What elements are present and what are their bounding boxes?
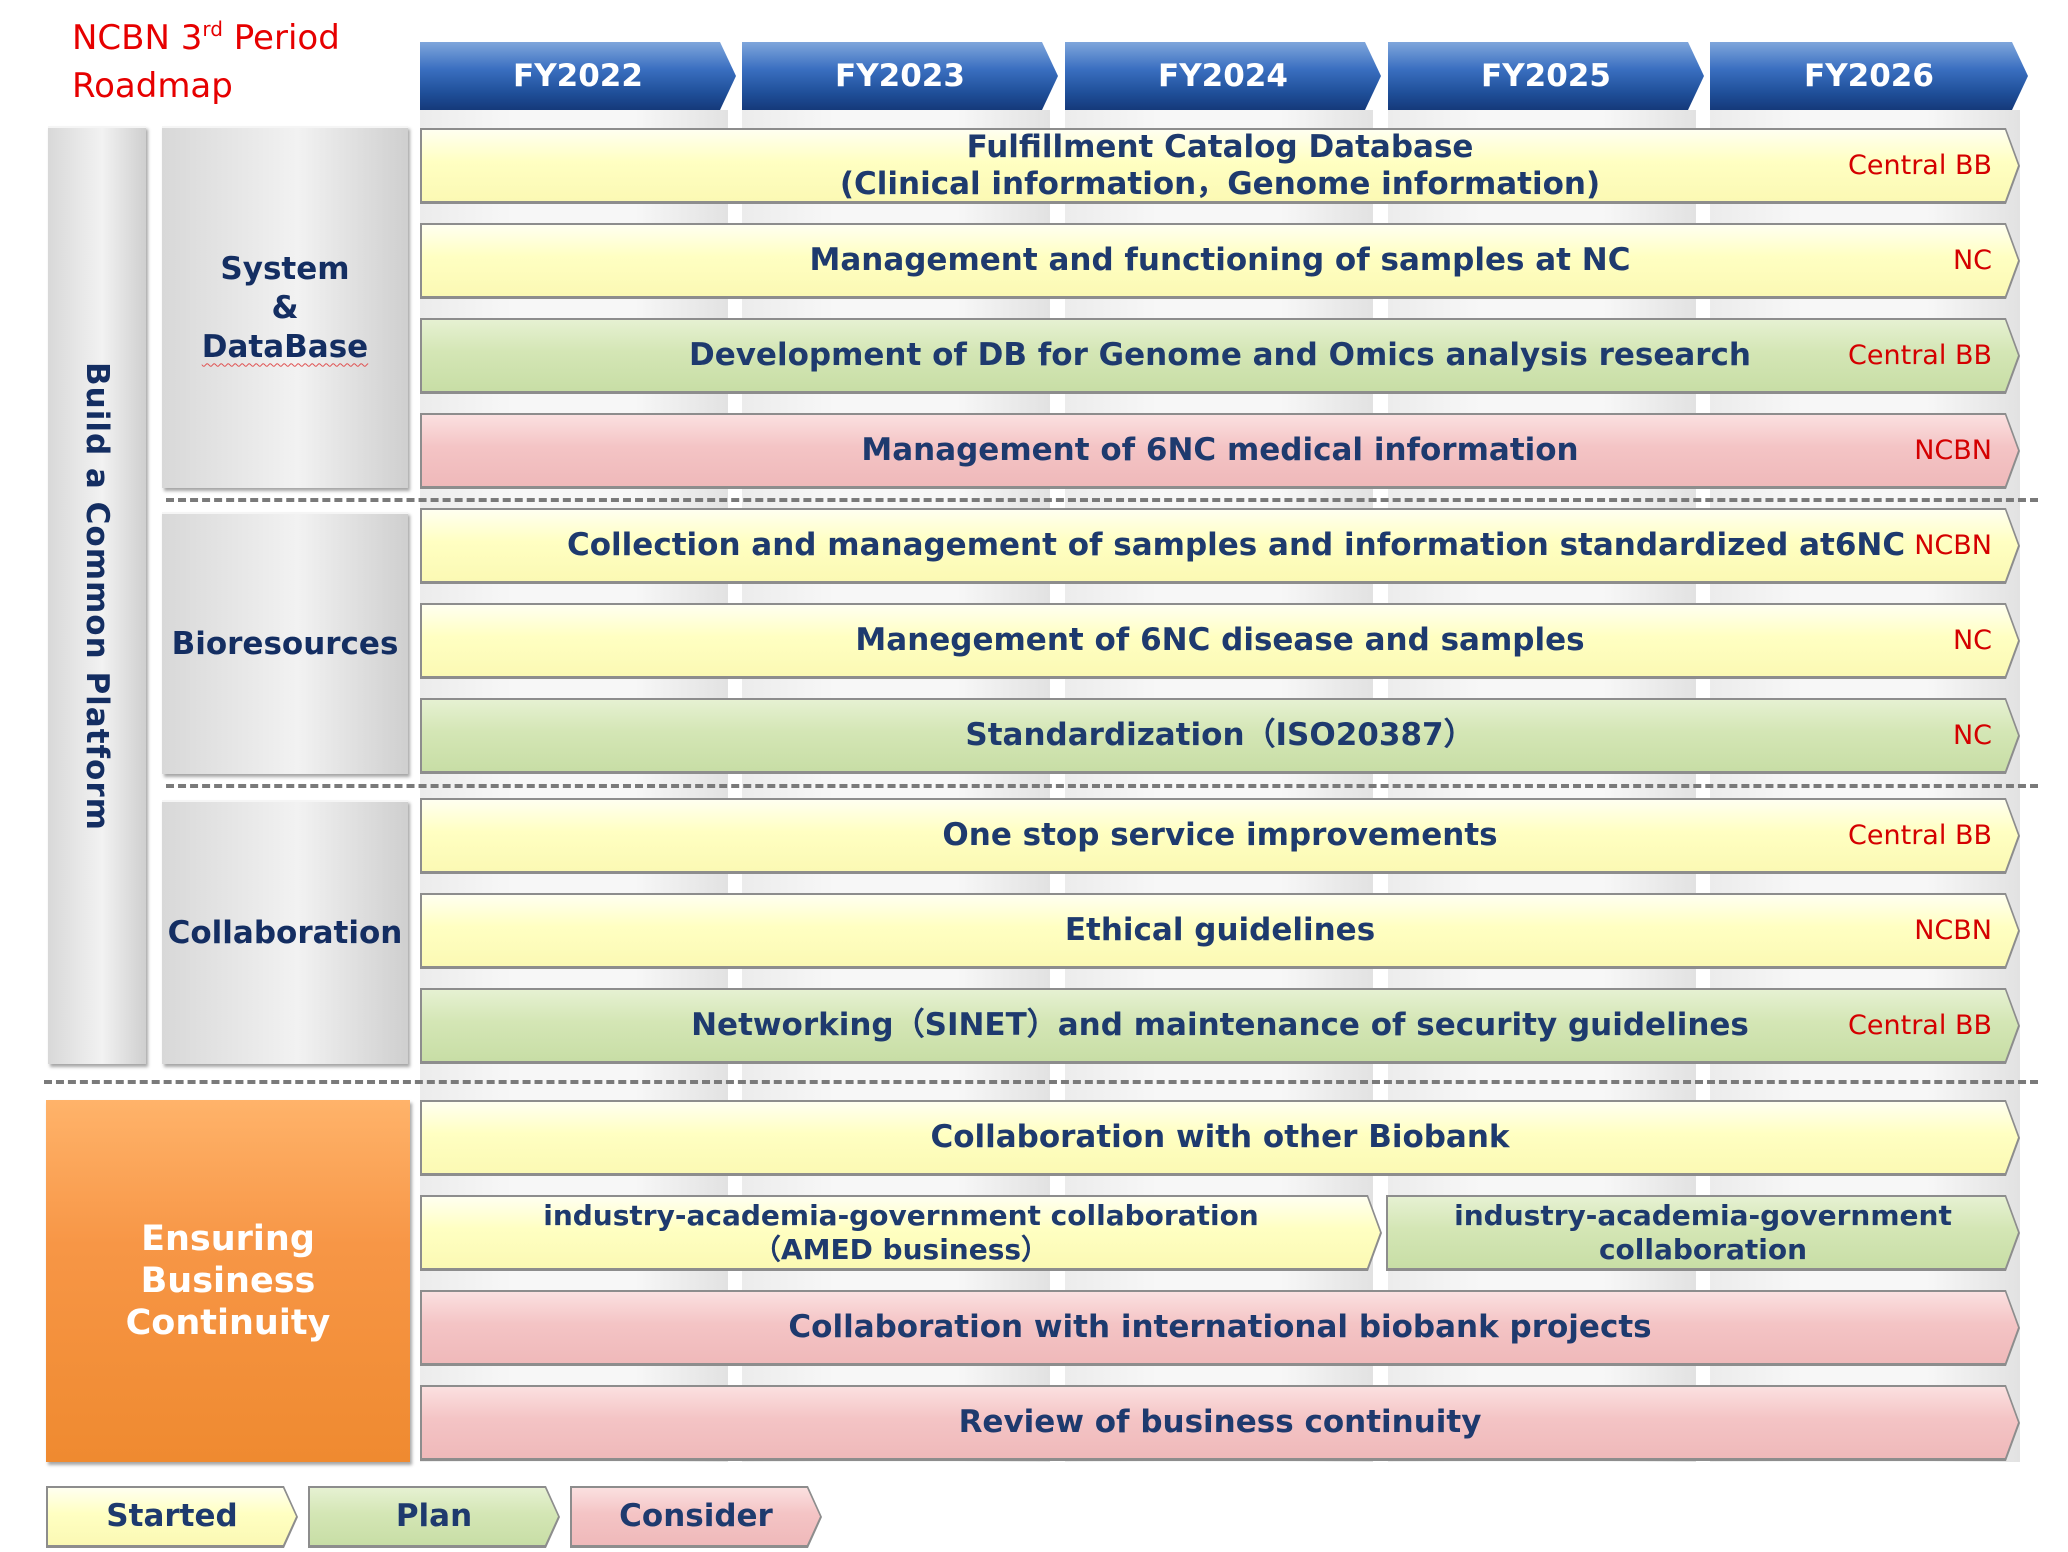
owner-label: Central BB [1848,340,1992,371]
year-header-fy2026: FY2026 [1710,42,2028,110]
category-system-database: System & DataBase [162,126,408,488]
roadmap-item-standardized-collection: Collection and management of samples and… [420,508,2020,584]
roadmap-item-networking-security: Networking（SINET）and maintenance of secu… [420,988,2020,1064]
section-divider [166,784,2038,788]
legend-plan: Plan [308,1486,560,1548]
owner-label: NC [1952,720,1992,751]
category-business-continuity: Ensuring Business Continuity [46,1100,410,1462]
year-header-fy2022: FY2022 [420,42,736,110]
owner-label: NCBN [1914,435,1992,466]
legend-consider: Consider [570,1486,822,1548]
owner-label: NCBN [1914,530,1992,561]
roadmap-item-fulfillment-catalog: Fulfillment Catalog Database(Clinical in… [420,128,2020,204]
roadmap-item-sample-management-nc: Management and functioning of samples at… [420,223,2020,299]
roadmap-item-genome-omics-db: Development of DB for Genome and Omics a… [420,318,2020,394]
owner-label: NC [1952,245,1992,276]
legend-started: Started [46,1486,298,1548]
owner-label: NC [1952,625,1992,656]
platform-label-box: Build a Common Platform [48,126,146,1064]
section-divider [44,1080,2038,1084]
category-collaboration: Collaboration [162,800,408,1064]
year-header-fy2024: FY2024 [1065,42,1381,110]
owner-label: Central BB [1848,150,1992,181]
platform-label: Build a Common Platform [79,361,115,831]
owner-label: Central BB [1848,820,1992,851]
section-divider [166,498,2038,502]
category-bioresources: Bioresources [162,512,408,774]
year-header-fy2025: FY2025 [1388,42,1704,110]
roadmap-item-other-biobank: Collaboration with other Biobank [420,1100,2020,1176]
roadmap-item-standardization-iso: Standardization（ISO20387）NC [420,698,2020,774]
roadmap-item-international-projects: Collaboration with international biobank… [420,1290,2020,1366]
year-header-fy2023: FY2023 [742,42,1058,110]
page-title: NCBN 3rd Period Roadmap [72,17,340,106]
owner-label: Central BB [1848,1010,1992,1041]
roadmap-item-business-continuity-review: Review of business continuity [420,1385,2020,1461]
roadmap-item-iag-collaboration-amed: industry-academia-government collaborati… [420,1195,1382,1271]
owner-label: NCBN [1914,915,1992,946]
